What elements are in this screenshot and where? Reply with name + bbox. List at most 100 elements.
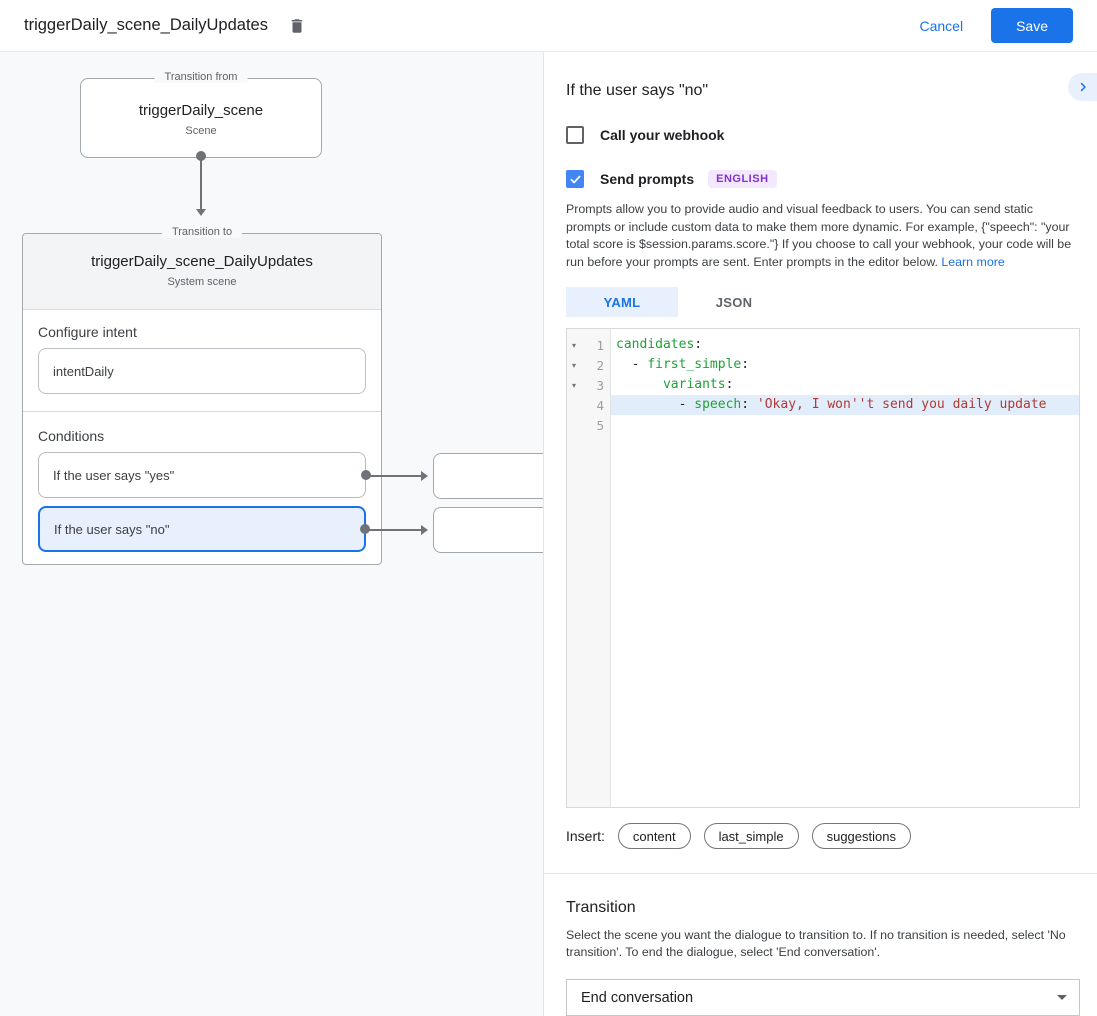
gutter-row: ▾3 [567,375,610,395]
conditions-list: If the user says "yes" If the user says "… [38,452,371,552]
tab-json[interactable]: JSON [715,294,753,310]
insert-label: Insert: [566,828,605,844]
webhook-label: Call your webhook [600,127,725,143]
insert-chip-last_simple[interactable]: last_simple [703,823,799,849]
send-prompts-label: Send prompts [600,171,695,187]
conditions-section: Conditions If the user says "yes"If the … [23,412,381,564]
send-prompts-option-row[interactable]: Send prompts ENGLISH [566,170,1080,188]
intent-section-label: Configure intent [38,324,137,340]
top-bar: triggerDaily_scene_DailyUpdates Cancel S… [0,0,1097,52]
connector-line [368,529,423,531]
connector-dot [360,524,370,534]
send-prompts-checkbox[interactable] [566,170,584,188]
transition-select[interactable]: End conversation [566,979,1080,1016]
header-actions: Cancel Save [919,8,1073,43]
connector-dot [361,470,371,480]
line-number: 1 [596,337,604,353]
intent-name: intentDaily [53,363,114,379]
webhook-option-row[interactable]: Call your webhook [566,126,1080,144]
condition-detail-panel: If the user says "no" Call your webhook … [543,52,1097,1016]
tab-yaml[interactable]: YAML [566,287,678,317]
code-line: - speech: 'Okay, I won''t send you daily… [611,395,1079,415]
code-line: variants: [611,375,1079,395]
insert-chip-suggestions[interactable]: suggestions [811,823,911,849]
code-token: candidates [616,337,695,352]
code-token: variants [662,377,726,392]
condition-label: If the user says "no" [54,521,170,537]
connector-line [368,475,423,477]
code-line: - first_simple: [611,355,1079,375]
gutter-row: ▾1 [567,335,610,355]
code-token: : [725,377,734,392]
page-title: triggerDaily_scene_DailyUpdates [24,16,268,34]
insert-row: Insert: content last_simple suggestions [566,823,1080,849]
code-token: speech [694,397,742,412]
transition-from-card[interactable]: Transition from triggerDaily_scene Scene [80,71,322,158]
collapse-panel-button[interactable] [1068,73,1097,101]
line-number: 4 [596,397,604,413]
insert-chips: content last_simple suggestions [605,823,911,849]
code-token: : [741,357,750,372]
transition-target-box[interactable] [433,507,543,553]
code-token: : [694,337,703,352]
transition-to-tag: Transition to [161,226,243,238]
scene-flow-canvas: Transition from triggerDaily_scene Scene… [0,52,543,1016]
editor-code-area[interactable]: candidates: - first_simple: variants: - … [611,329,1079,807]
fold-toggle-icon[interactable]: ▾ [571,380,576,390]
transition-from-tag: Transition from [154,71,248,83]
main-area: Transition from triggerDaily_scene Scene… [0,52,1097,1016]
section-divider [544,873,1097,874]
panel-title: If the user says "no" [566,82,709,99]
prompts-description: Prompts allow you to provide audio and v… [566,201,1080,271]
transition-description: Select the scene you want the dialogue t… [566,928,1066,959]
delete-button[interactable] [286,15,308,37]
to-scene-name: triggerDaily_scene_DailyUpdates [91,253,313,270]
webhook-checkbox[interactable] [566,126,584,144]
checkmark-icon [569,173,582,186]
code-token [616,377,663,392]
trash-icon [288,17,306,35]
line-number: 5 [596,417,604,433]
cancel-button[interactable]: Cancel [919,17,964,34]
save-button[interactable]: Save [991,8,1073,43]
from-scene-type: Scene [185,125,217,137]
editor-format-tabs: YAML JSON [566,287,1080,317]
to-scene-header: triggerDaily_scene_DailyUpdates System s… [23,234,381,310]
code-token: first_simple [647,357,742,372]
fold-toggle-icon[interactable]: ▾ [571,340,576,350]
gutter-row: 4 [567,395,610,415]
gutter-row: ▾2 [567,355,610,375]
from-scene-name: triggerDaily_scene [138,102,264,119]
connector-arrowhead [421,525,428,535]
transition-to-card[interactable]: Transition to triggerDaily_scene_DailyUp… [22,226,382,565]
condition-label: If the user says "yes" [53,467,175,483]
learn-more-link[interactable]: Learn more [941,254,1005,269]
code-line [611,415,1079,435]
code-token: - [616,357,648,372]
fold-toggle-icon[interactable]: ▾ [571,360,576,370]
gutter-row: 5 [567,415,610,435]
line-number: 2 [596,357,604,373]
code-token: : [741,397,757,412]
prompts-description-text: Prompts allow you to provide audio and v… [566,202,1072,269]
transition-target-box[interactable] [433,453,543,499]
connector-arrowhead [421,471,428,481]
condition-item[interactable]: If the user says "yes" [38,452,371,498]
dropdown-caret-icon [1057,995,1067,1000]
intent-item[interactable]: intentDaily [38,348,366,394]
language-badge: ENGLISH [708,170,777,188]
connector-dot [196,151,206,161]
intent-section: Configure intent intentDaily [23,310,381,412]
condition-item[interactable]: If the user says "no" [38,506,370,552]
insert-chip-content[interactable]: content [617,823,691,849]
code-line: candidates: [611,335,1079,355]
code-token: - [616,397,695,412]
connector-arrowhead [196,209,206,216]
transition-section-title: Transition [566,899,636,916]
code-token: 'Okay, I won''t send you daily update [756,397,1047,412]
to-scene-type: System scene [167,276,237,288]
line-number: 3 [596,377,604,393]
chevron-right-icon [1077,81,1089,93]
